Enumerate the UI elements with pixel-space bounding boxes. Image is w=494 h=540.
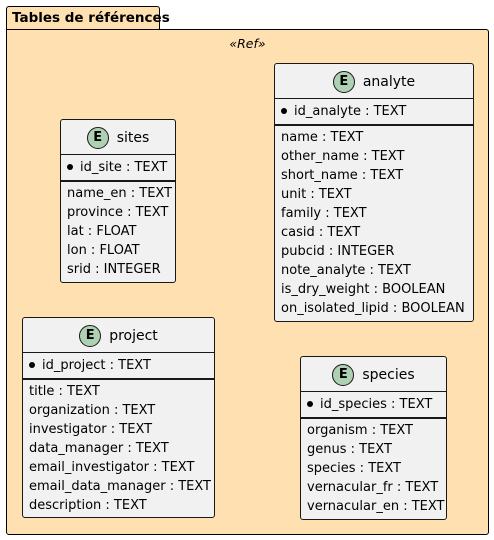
entity-field: other_name : TEXT	[281, 149, 405, 164]
entity-field: unit : TEXT	[281, 187, 352, 202]
entity-field: vernacular_fr : TEXT	[307, 480, 439, 495]
entity-field: on_isolated_lipid : BOOLEAN	[281, 301, 465, 316]
entity-field: name_en : TEXT	[67, 186, 173, 201]
key-bullet-icon	[29, 361, 35, 368]
entity-field: vernacular_en : TEXT	[307, 499, 445, 514]
entity-field: lat : FLOAT	[67, 224, 137, 239]
primary-key-label: id_analyte : TEXT	[294, 104, 407, 119]
entity-field: casid : TEXT	[281, 225, 361, 240]
entity-name: analyte	[362, 74, 416, 90]
entity-primary-key: id_project : TEXT	[23, 352, 214, 380]
entity-fields: title : TEXT organization : TEXT investiga…	[23, 380, 214, 519]
entity-field: email_data_manager : TEXT	[29, 479, 211, 494]
entity-field: organization : TEXT	[29, 403, 156, 418]
entity-header: E sites	[61, 120, 175, 154]
entity-field: name : TEXT	[281, 130, 364, 145]
entity-field: email_investigator : TEXT	[29, 460, 195, 475]
entity-sites: E sites id_site : TEXT name_en : TEXT pro…	[60, 119, 176, 283]
package-title: Tables de références	[6, 6, 170, 30]
entity-badge-icon: E	[86, 127, 109, 149]
entity-name: sites	[116, 130, 150, 146]
entity-field: is_dry_weight : BOOLEAN	[281, 282, 446, 297]
entity-field: short_name : TEXT	[281, 168, 404, 183]
entity-name: species	[362, 367, 415, 383]
entity-field: srid : INTEGER	[67, 262, 161, 277]
entity-field: title : TEXT	[29, 384, 100, 399]
entity-field: organism : TEXT	[307, 423, 413, 438]
entity-primary-key: id_site : TEXT	[61, 154, 175, 182]
entity-name: project	[109, 328, 158, 344]
entity-species: E species id_species : TEXT organism : T…	[300, 356, 447, 520]
entity-field: genus : TEXT	[307, 442, 392, 457]
primary-key-label: id_site : TEXT	[80, 160, 168, 175]
entity-field: description : TEXT	[29, 498, 147, 513]
entity-header: E species	[301, 357, 446, 391]
entity-field: province : TEXT	[67, 205, 169, 220]
entity-badge-icon: E	[79, 325, 102, 347]
entity-fields: name : TEXT other_name : TEXT short_name :…	[275, 126, 473, 322]
entity-primary-key: id_analyte : TEXT	[275, 98, 473, 126]
entity-analyte: E analyte id_analyte : TEXT name : TEXT o…	[274, 63, 474, 322]
entity-primary-key: id_species : TEXT	[301, 391, 446, 419]
entity-field: family : TEXT	[281, 206, 367, 221]
key-bullet-icon	[67, 163, 73, 170]
entity-fields: name_en : TEXT province : TEXT lat : FLOAT…	[61, 182, 175, 283]
entity-fields: organism : TEXT genus : TEXT species : TEX…	[301, 419, 446, 520]
entity-project: E project id_project : TEXT title : TEXT…	[22, 317, 215, 518]
entity-field: note_analyte : TEXT	[281, 263, 411, 278]
entity-badge-icon: E	[332, 364, 355, 386]
entity-header: E project	[23, 318, 214, 352]
entity-header: E analyte	[275, 64, 473, 98]
entity-badge-icon: E	[332, 71, 355, 93]
entity-field: investigator : TEXT	[29, 422, 153, 437]
entity-field: lon : FLOAT	[67, 243, 140, 258]
key-bullet-icon	[307, 400, 313, 407]
entity-field: species : TEXT	[307, 461, 401, 476]
primary-key-label: id_project : TEXT	[42, 358, 151, 373]
package-stereotype: «Ref»	[229, 36, 266, 51]
entity-field: data_manager : TEXT	[29, 441, 169, 456]
primary-key-label: id_species : TEXT	[320, 397, 433, 412]
entity-field: pubcid : INTEGER	[281, 244, 395, 259]
key-bullet-icon	[281, 107, 287, 114]
